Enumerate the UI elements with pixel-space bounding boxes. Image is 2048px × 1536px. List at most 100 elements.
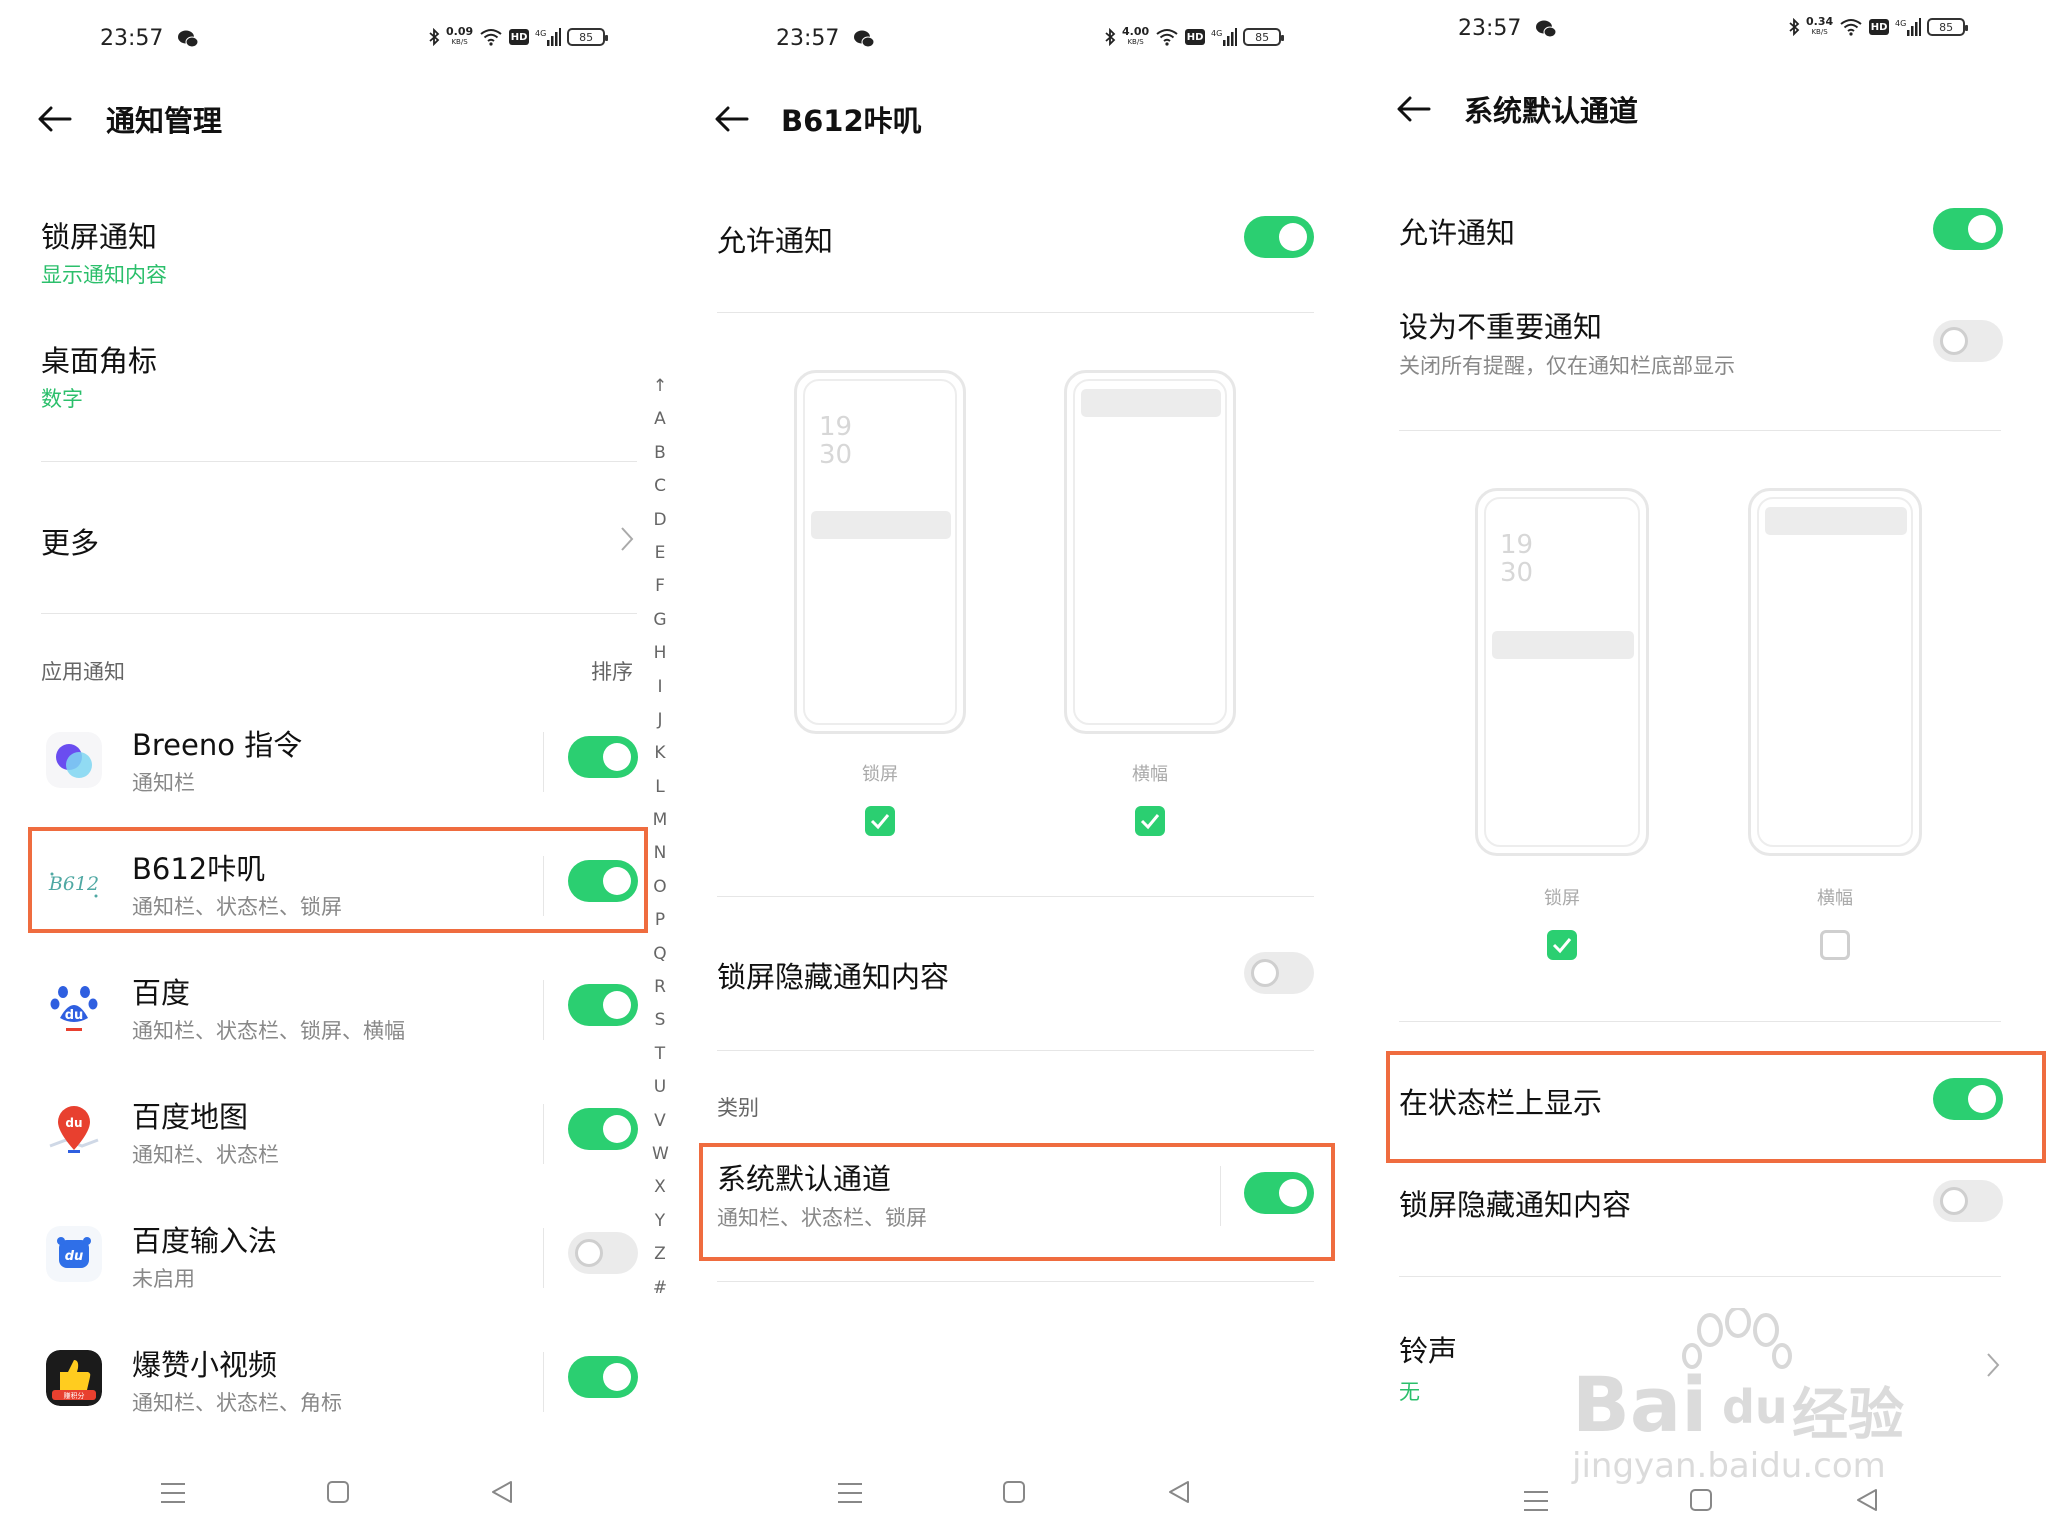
alphabet-letter[interactable]: K	[654, 743, 666, 764]
app-row-baidu-map[interactable]: du 百度地图 通知栏、状态栏	[0, 1084, 650, 1194]
alphabet-letter[interactable]: O	[653, 876, 667, 897]
unimportant-toggle[interactable]	[1933, 320, 2003, 362]
home-icon[interactable]	[1002, 1480, 1026, 1504]
baozan-icon: 赚积分	[46, 1350, 102, 1406]
alphabet-letter[interactable]: I	[657, 676, 663, 697]
allow-notification-toggle[interactable]	[1244, 216, 1314, 258]
channel-row[interactable]: 系统默认通道 通知栏、状态栏、锁屏	[680, 1144, 1360, 1264]
unimportant-notification-row[interactable]: 设为不重要通知 关闭所有提醒，仅在通知栏底部显示	[1360, 290, 2048, 400]
hd-icon: HD	[509, 29, 530, 45]
alphabet-letter[interactable]: M	[652, 810, 668, 831]
menu-icon[interactable]	[1523, 1490, 1549, 1512]
lock-screen-notification-item[interactable]: 锁屏通知 显示通知内容	[0, 200, 640, 300]
lock-screen-checkbox[interactable]	[865, 806, 895, 836]
alphabet-letter[interactable]: #	[652, 1277, 668, 1298]
notification-toggle[interactable]	[568, 1108, 638, 1150]
menu-icon[interactable]	[837, 1482, 863, 1504]
alphabet-letter[interactable]: W	[652, 1143, 669, 1164]
allow-notification-row[interactable]: 允许通知	[680, 200, 1360, 280]
paw-watermark-icon	[1682, 1308, 1792, 1369]
alphabet-letter[interactable]: R	[654, 977, 666, 998]
section-header: 类别	[717, 1096, 759, 1120]
svg-text:4G: 4G	[1895, 19, 1906, 28]
app-row-baidu[interactable]: du 百度 通知栏、状态栏、锁屏、横幅	[0, 960, 650, 1070]
row-label: 允许通知	[1399, 216, 1516, 250]
app-channels: 通知栏	[132, 771, 195, 795]
svg-text:4G: 4G	[1211, 29, 1222, 38]
hide-content-row[interactable]: 锁屏隐藏通知内容	[680, 934, 1360, 1014]
signal-icon: 4G	[1211, 28, 1238, 46]
alphabet-letter[interactable]: F	[655, 576, 665, 597]
app-channels: 通知栏、状态栏	[132, 1143, 279, 1167]
alphabet-letter[interactable]: A	[654, 409, 666, 430]
divider	[1399, 1021, 2001, 1022]
alphabet-letter[interactable]: X	[654, 1177, 666, 1198]
back-icon[interactable]	[1855, 1488, 1879, 1512]
ringtone-row[interactable]: 铃声 无	[1360, 1318, 2048, 1418]
alphabet-letter[interactable]: V	[654, 1110, 666, 1131]
banner-checkbox[interactable]	[1820, 930, 1850, 960]
baidu-icon: du	[46, 978, 102, 1034]
notification-toggle[interactable]	[568, 1356, 638, 1398]
hide-content-toggle[interactable]	[1933, 1180, 2003, 1222]
channel-toggle[interactable]	[1244, 1172, 1314, 1214]
row-label: 允许通知	[717, 224, 834, 258]
alphabet-letter[interactable]: U	[653, 1077, 667, 1098]
sort-button[interactable]: 排序	[591, 660, 633, 684]
app-row-baozan[interactable]: 赚积分 爆赞小视频 通知栏、状态栏、角标	[0, 1332, 650, 1442]
section-header: 应用通知	[41, 660, 125, 684]
notification-toggle[interactable]	[568, 860, 638, 902]
app-row-baidu-input[interactable]: du 百度输入法 未启用	[0, 1208, 650, 1318]
item-value: 显示通知内容	[41, 263, 167, 287]
alphabet-letter[interactable]: E	[654, 542, 666, 563]
item-title: 锁屏通知	[41, 220, 158, 254]
status-bar-show-row[interactable]: 在状态栏上显示	[1360, 1060, 2048, 1140]
more-item[interactable]: 更多	[0, 500, 640, 580]
notification-toggle[interactable]	[568, 1232, 638, 1274]
menu-icon[interactable]	[160, 1482, 186, 1504]
alphabet-letter[interactable]: L	[655, 776, 665, 797]
alphabet-letter[interactable]: Q	[653, 943, 667, 964]
back-icon[interactable]	[490, 1480, 514, 1504]
alphabet-letter[interactable]: T	[654, 1043, 666, 1064]
alphabet-letter[interactable]: C	[654, 476, 666, 497]
app-row-breeno[interactable]: Breeno 指令 通知栏	[0, 712, 650, 822]
hide-content-row[interactable]: 锁屏隐藏通知内容	[1360, 1162, 2048, 1242]
row-label: 锁屏隐藏通知内容	[717, 960, 950, 994]
alphabet-letter[interactable]: B	[654, 442, 666, 463]
divider	[717, 1050, 1314, 1051]
item-title: 更多	[41, 526, 100, 560]
back-icon[interactable]	[1167, 1480, 1191, 1504]
app-row-b612[interactable]: B612 B612咔叽 通知栏、状态栏、锁屏	[0, 836, 650, 946]
alphabet-letter[interactable]: Y	[654, 1210, 666, 1231]
alphabet-letter[interactable]: Z	[654, 1244, 666, 1265]
notification-toggle[interactable]	[568, 984, 638, 1026]
back-arrow-icon[interactable]	[715, 106, 749, 132]
banner-checkbox[interactable]	[1135, 806, 1165, 836]
back-arrow-icon[interactable]	[1397, 96, 1431, 122]
alphabet-letter[interactable]: D	[653, 509, 667, 530]
home-icon[interactable]	[326, 1480, 350, 1504]
chevron-right-icon	[1987, 1353, 2000, 1377]
alphabet-letter[interactable]: G	[653, 609, 667, 630]
allow-notification-row[interactable]: 允许通知	[1360, 192, 2048, 272]
hide-content-toggle[interactable]	[1244, 952, 1314, 994]
alphabet-letter[interactable]: H	[653, 643, 667, 664]
alphabet-letter[interactable]: J	[657, 709, 663, 730]
lock-screen-checkbox[interactable]	[1547, 930, 1577, 960]
alphabet-letter[interactable]: ↑	[652, 376, 668, 396]
alphabet-letter[interactable]: S	[654, 1010, 666, 1031]
alphabet-letter[interactable]: P	[654, 910, 666, 931]
allow-notification-toggle[interactable]	[1933, 208, 2003, 250]
divider	[1399, 430, 2001, 431]
home-icon[interactable]	[1689, 1488, 1713, 1512]
desktop-badge-item[interactable]: 桌面角标 数字	[0, 324, 640, 424]
alphabet-letter[interactable]: N	[653, 843, 667, 864]
notification-toggle[interactable]	[568, 736, 638, 778]
back-arrow-icon[interactable]	[38, 106, 72, 132]
status-bar-show-toggle[interactable]	[1933, 1078, 2003, 1120]
